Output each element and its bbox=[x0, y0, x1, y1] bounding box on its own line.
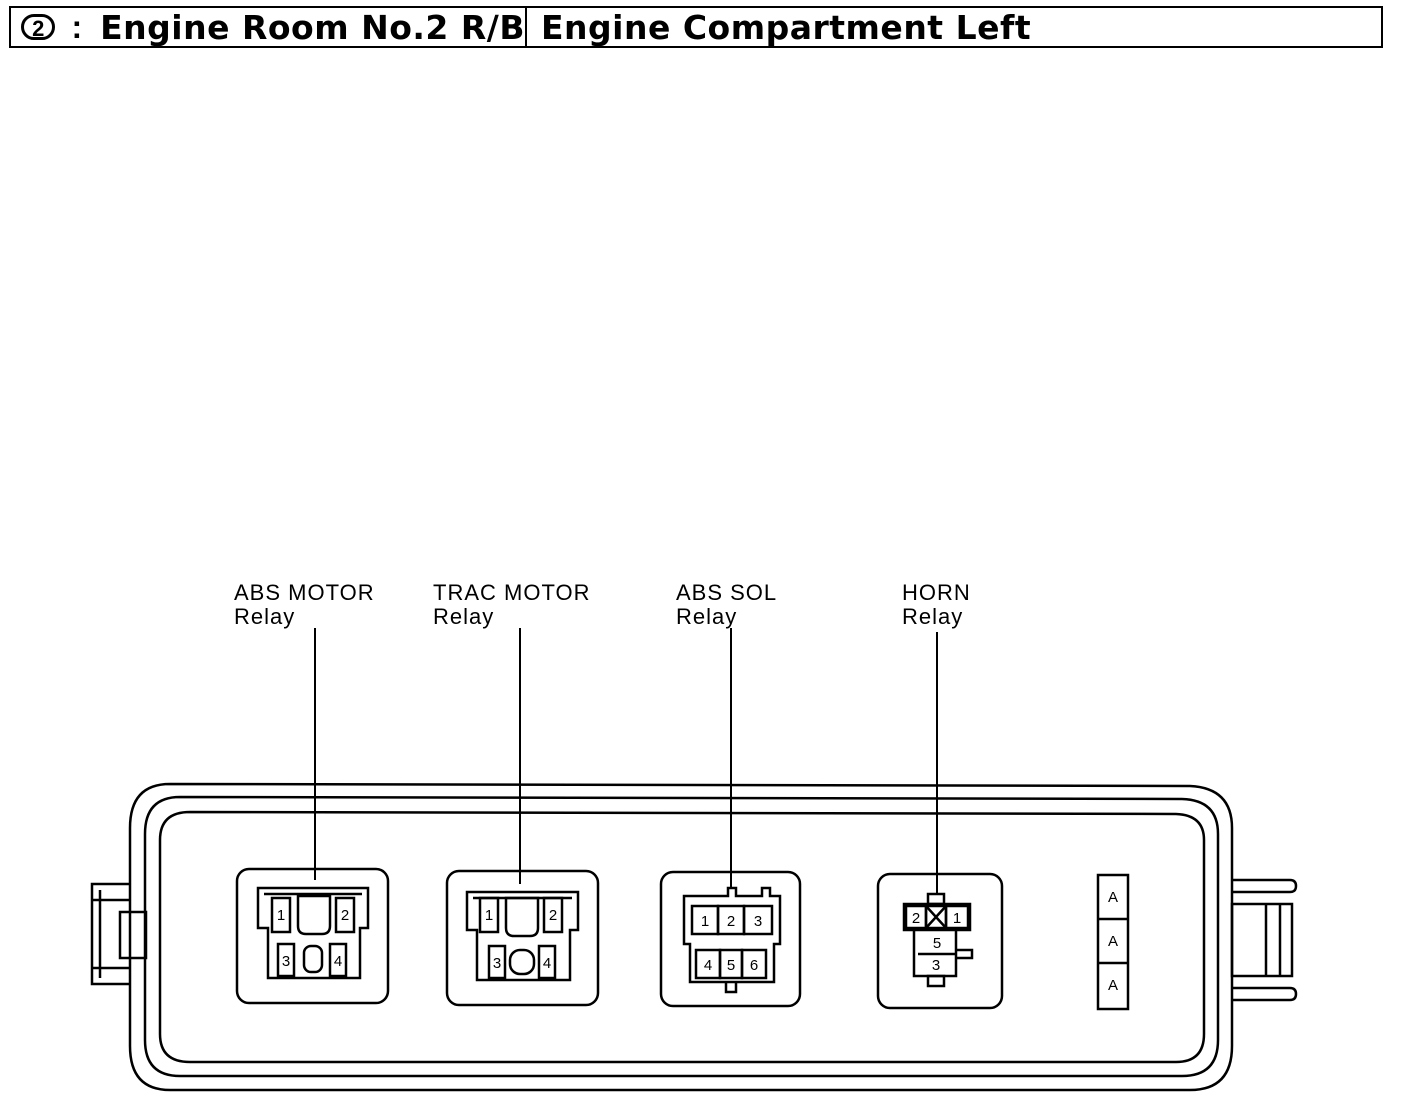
pin-3-terminal bbox=[487, 944, 507, 980]
left-latch bbox=[90, 882, 130, 986]
pin-3-terminal bbox=[742, 904, 774, 936]
pin-label: 4 bbox=[543, 955, 551, 972]
box-name: Engine Room No.2 R/B bbox=[100, 7, 525, 47]
pin-label: 4 bbox=[704, 957, 712, 974]
pin-6-terminal bbox=[740, 948, 768, 980]
relay-sublabel-horn: Relay bbox=[902, 604, 963, 629]
relay-label-horn: HORN bbox=[902, 580, 971, 605]
pin-label: 1 bbox=[953, 910, 961, 927]
relay-socket-abs-motor bbox=[235, 867, 390, 1005]
pin-1-terminal bbox=[478, 896, 500, 934]
pin-label: 2 bbox=[912, 910, 920, 927]
pin-2-terminal bbox=[542, 896, 564, 934]
relay-socket-horn bbox=[876, 872, 1004, 1010]
fuse-label: A bbox=[1108, 933, 1118, 950]
relay-socket-abs-sol bbox=[659, 870, 802, 1008]
pin-label: 5 bbox=[933, 935, 941, 952]
title-bar: 2 : Engine Room No.2 R/B Engine Compartm… bbox=[9, 6, 1383, 48]
pin-1-terminal bbox=[270, 896, 292, 934]
right-latch bbox=[1232, 878, 1298, 894]
location-cell: Engine Compartment Left bbox=[541, 7, 1032, 47]
pin-label: 2 bbox=[549, 907, 557, 924]
title-separator: : bbox=[71, 8, 83, 45]
pin-label: 3 bbox=[282, 953, 290, 970]
fuse-strip bbox=[1096, 873, 1130, 1011]
pin-4-terminal bbox=[537, 944, 557, 980]
relay-socket-trac-motor bbox=[445, 869, 600, 1007]
relay-sublabel-trac-motor: Relay bbox=[433, 604, 494, 629]
box-location: Engine Compartment Left bbox=[541, 7, 1032, 47]
relay-label-trac-motor: TRAC MOTOR bbox=[433, 580, 590, 605]
housing-outline bbox=[128, 782, 1234, 1092]
relay-label-abs-sol: ABS SOL bbox=[676, 580, 777, 605]
pin-label: 3 bbox=[754, 913, 762, 930]
pin-2-terminal bbox=[334, 896, 356, 934]
pin-label: 2 bbox=[727, 913, 735, 930]
pin-label: 1 bbox=[485, 907, 493, 924]
relay-label-abs-motor: ABS MOTOR bbox=[234, 580, 375, 605]
pin-label: 3 bbox=[493, 955, 501, 972]
housing-inner bbox=[158, 810, 1206, 1064]
fuse-label: A bbox=[1108, 889, 1118, 906]
pin-label: 6 bbox=[750, 957, 758, 974]
pin-1-terminal bbox=[944, 904, 970, 930]
relay-sublabel-abs-sol: Relay bbox=[676, 604, 737, 629]
housing-rim bbox=[143, 795, 1220, 1078]
pin-3-terminal bbox=[276, 942, 296, 978]
pin-label: 5 bbox=[727, 957, 735, 974]
box-number-badge: 2 bbox=[21, 14, 56, 41]
pin-label: 1 bbox=[701, 913, 709, 930]
fuse-label: A bbox=[1108, 977, 1118, 994]
pin-4-terminal bbox=[328, 942, 348, 978]
relay-sublabel-abs-motor: Relay bbox=[234, 604, 295, 629]
relay-block-title: 2 : Engine Room No.2 R/B bbox=[11, 7, 527, 47]
pin-label: 1 bbox=[277, 907, 285, 924]
pin-label: 3 bbox=[932, 957, 940, 974]
pin-label: 4 bbox=[334, 953, 342, 970]
pin-label: 2 bbox=[341, 907, 349, 924]
